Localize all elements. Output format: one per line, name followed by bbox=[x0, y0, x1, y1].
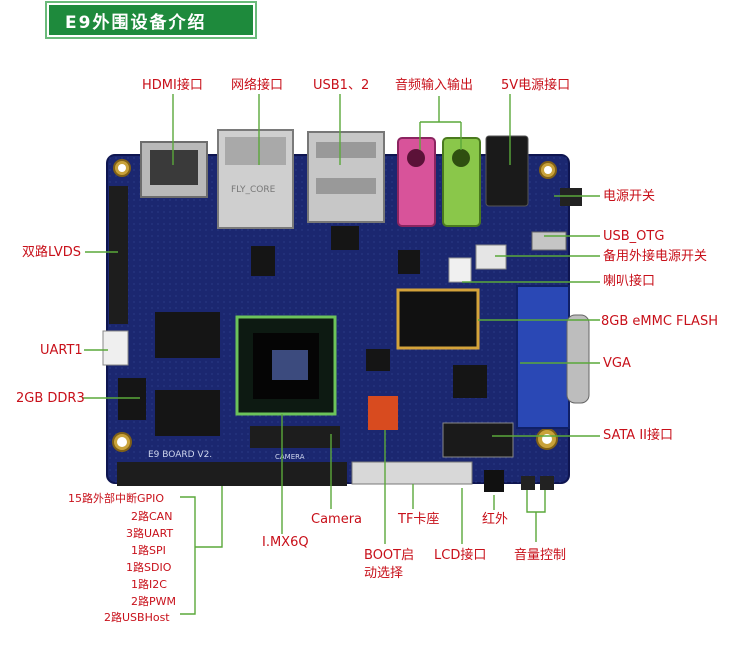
backup-switch bbox=[475, 244, 507, 270]
label-usb-otg: USB_OTG bbox=[603, 229, 665, 244]
label-power5v: 5V电源接口 bbox=[501, 78, 571, 93]
board-silk: E9 BOARD V2. bbox=[148, 450, 212, 460]
label-gpio: 15路外部中断GPIO bbox=[68, 492, 165, 505]
gpio-header bbox=[117, 462, 347, 486]
label-power-switch: 电源开关 bbox=[603, 189, 656, 204]
flycore-silk: FLY_CORE bbox=[231, 185, 276, 195]
label-uart: 3路UART bbox=[126, 527, 174, 540]
ir-receiver bbox=[484, 470, 504, 492]
label-usbhost: 2路USBHost bbox=[104, 611, 170, 624]
label-vga: VGA bbox=[603, 356, 631, 371]
label-boot-2: 动选择 bbox=[364, 566, 404, 581]
chip-small-4 bbox=[453, 365, 487, 398]
label-sdio: 1路SDIO bbox=[126, 561, 172, 574]
emmc-chip bbox=[396, 288, 480, 350]
label-audio: 音频输入输出 bbox=[395, 78, 474, 93]
power-switch bbox=[560, 188, 582, 206]
label-hdmi: HDMI接口 bbox=[142, 78, 203, 93]
label-pwm: 2路PWM bbox=[131, 595, 176, 608]
label-network: 网络接口 bbox=[231, 78, 284, 93]
label-lvds: 双路LVDS bbox=[22, 245, 81, 260]
label-ir: 红外 bbox=[482, 512, 509, 527]
volume-button-2 bbox=[540, 476, 554, 490]
label-imx6q: I.MX6Q bbox=[262, 535, 309, 550]
label-ddr3: 2GB DDR3 bbox=[16, 391, 85, 406]
sata-port bbox=[442, 422, 514, 458]
label-speaker: 喇叭接口 bbox=[603, 274, 656, 289]
speaker-connector bbox=[448, 257, 472, 283]
camera-header bbox=[250, 426, 340, 448]
label-volume: 音量控制 bbox=[514, 548, 567, 563]
chip-small-1 bbox=[251, 246, 275, 276]
tf-slot bbox=[351, 461, 473, 485]
dc-jack bbox=[485, 135, 529, 207]
label-backup-power: 备用外接电源开关 bbox=[603, 249, 708, 264]
page-title: E9外围设备介绍 bbox=[45, 1, 257, 39]
label-usb: USB1、2 bbox=[313, 78, 370, 93]
chip-small-3 bbox=[398, 250, 420, 274]
label-can: 2路CAN bbox=[131, 510, 173, 523]
label-tf: TF卡座 bbox=[398, 512, 440, 527]
camera-silk: CAMERA bbox=[275, 453, 305, 461]
label-uart1: UART1 bbox=[40, 343, 83, 358]
chip-small-5 bbox=[366, 349, 390, 371]
ddr3-chip-small bbox=[118, 378, 146, 420]
imx6q-die bbox=[272, 350, 308, 380]
label-sata: SATA II接口 bbox=[603, 428, 674, 443]
uart1-connector bbox=[102, 330, 129, 366]
boot-switch bbox=[368, 396, 398, 430]
label-camera: Camera bbox=[311, 512, 363, 527]
label-emmc: 8GB eMMC FLASH bbox=[601, 314, 718, 329]
ddr3-chip-2 bbox=[155, 390, 220, 436]
label-spi: 1路SPI bbox=[131, 544, 166, 557]
volume-button-1 bbox=[521, 476, 535, 490]
ddr3-chip-1 bbox=[155, 312, 220, 358]
lvds-header bbox=[109, 186, 128, 324]
label-lcd: LCD接口 bbox=[434, 548, 487, 563]
label-boot-1: BOOT启 bbox=[364, 548, 415, 563]
chip-small-2 bbox=[331, 226, 359, 250]
vga-port bbox=[516, 285, 570, 429]
label-i2c: 1路I2C bbox=[131, 578, 167, 591]
